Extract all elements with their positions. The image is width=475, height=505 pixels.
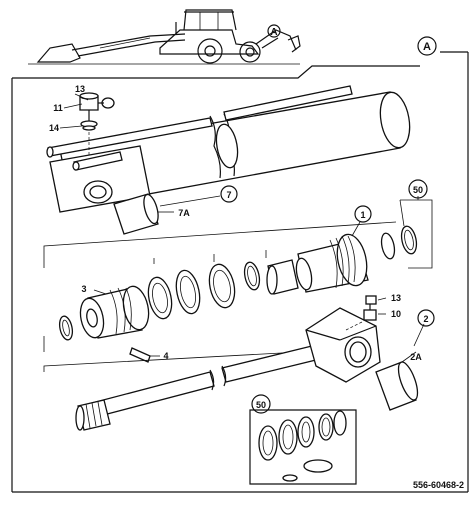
machine-callout-label: A [270, 27, 277, 38]
callout-3: 3 [81, 284, 86, 294]
callout-11: 11 [53, 103, 63, 113]
callout-50-inset: 50 [256, 400, 266, 410]
backhoe-loader-illustration: A [28, 9, 301, 65]
drawing-number: 556-60468-2 [413, 480, 464, 490]
callout-13-top: 13 [75, 84, 85, 94]
callout-1: 1 [360, 210, 365, 220]
callout-14: 14 [49, 123, 59, 133]
callout-2a: 2A [410, 352, 422, 362]
cylinder-barrel-group [46, 85, 411, 213]
callout-2: 2 [423, 314, 428, 324]
view-callout-a: A [417, 36, 437, 56]
callout-13-right: 13 [391, 293, 401, 303]
seal-kit-inset [249, 409, 357, 485]
callout-10: 10 [391, 309, 401, 319]
port-fittings [59, 92, 115, 155]
detail-frame [11, 51, 469, 493]
pivot-pin-7 [113, 193, 221, 235]
callout-4: 4 [163, 351, 168, 361]
view-callout-label: A [423, 41, 431, 53]
callout-7a: 7A [178, 208, 190, 218]
callout-7: 7 [226, 190, 231, 200]
piston-seal-group [43, 221, 418, 363]
piston-rod-group [43, 295, 425, 431]
callout-50-top: 50 [413, 185, 423, 195]
callout-labels: 13 11 14 7 7A 50 1 3 4 13 10 2 2A 50 556… [49, 84, 464, 490]
